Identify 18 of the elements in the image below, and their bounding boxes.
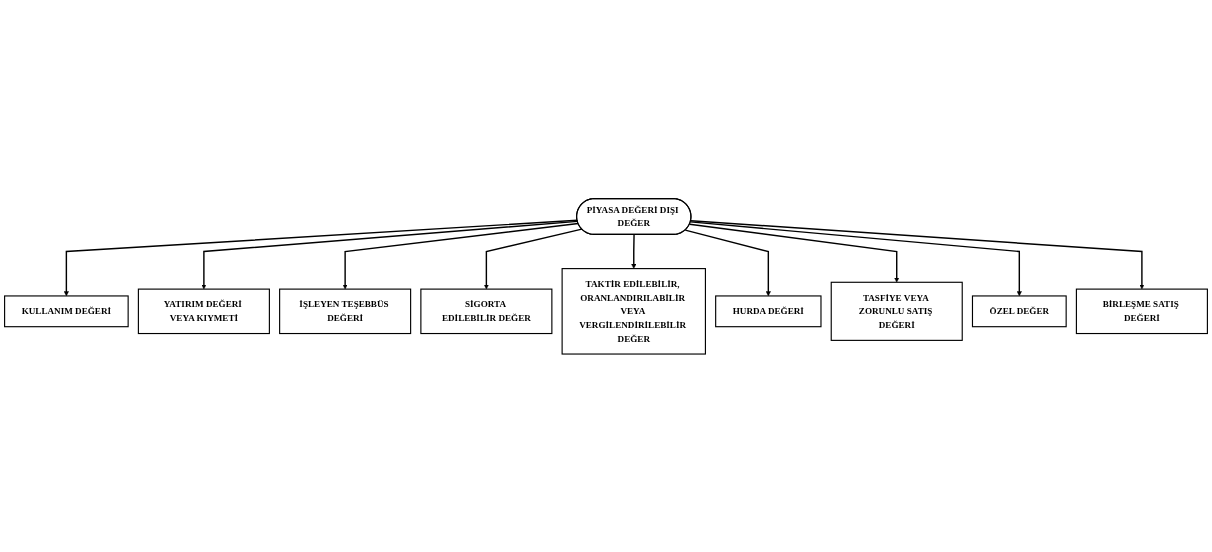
arrow: [483, 228, 583, 290]
node-box: KULLANIM DEĞERİ: [4, 295, 129, 327]
node-box: HURDA DEĞERİ: [715, 295, 822, 327]
node-box: TASFİYE VEYA ZORUNLU SATIŞ DEĞERİ: [830, 281, 963, 341]
arrow: [688, 223, 900, 283]
arrow: [690, 219, 1145, 290]
node-box: YATIRIM DEĞERİ VEYA KIYMETİ: [137, 288, 270, 334]
node-box: ÖZEL DEĞER: [971, 295, 1067, 327]
arrow: [689, 220, 1022, 296]
arrow: [631, 233, 637, 269]
node-box: BİRLEŞME SATIŞ DEĞERİ: [1075, 288, 1208, 334]
node-box: TAKTİR EDİLEBİLİR, ORANLANDIRILABİLİR VEYA VERGİLENDİRİLEBİLİR DEĞER: [561, 267, 706, 355]
arrow: [201, 220, 579, 290]
arrow: [63, 219, 578, 296]
arrow: [684, 229, 771, 296]
arrow: [342, 222, 579, 290]
node-box: İŞLEYEN TEŞEBBÜS DEĞERİ: [279, 288, 412, 334]
node-box: SİGORTA EDİLEBİLİR DEĞER: [420, 288, 553, 334]
